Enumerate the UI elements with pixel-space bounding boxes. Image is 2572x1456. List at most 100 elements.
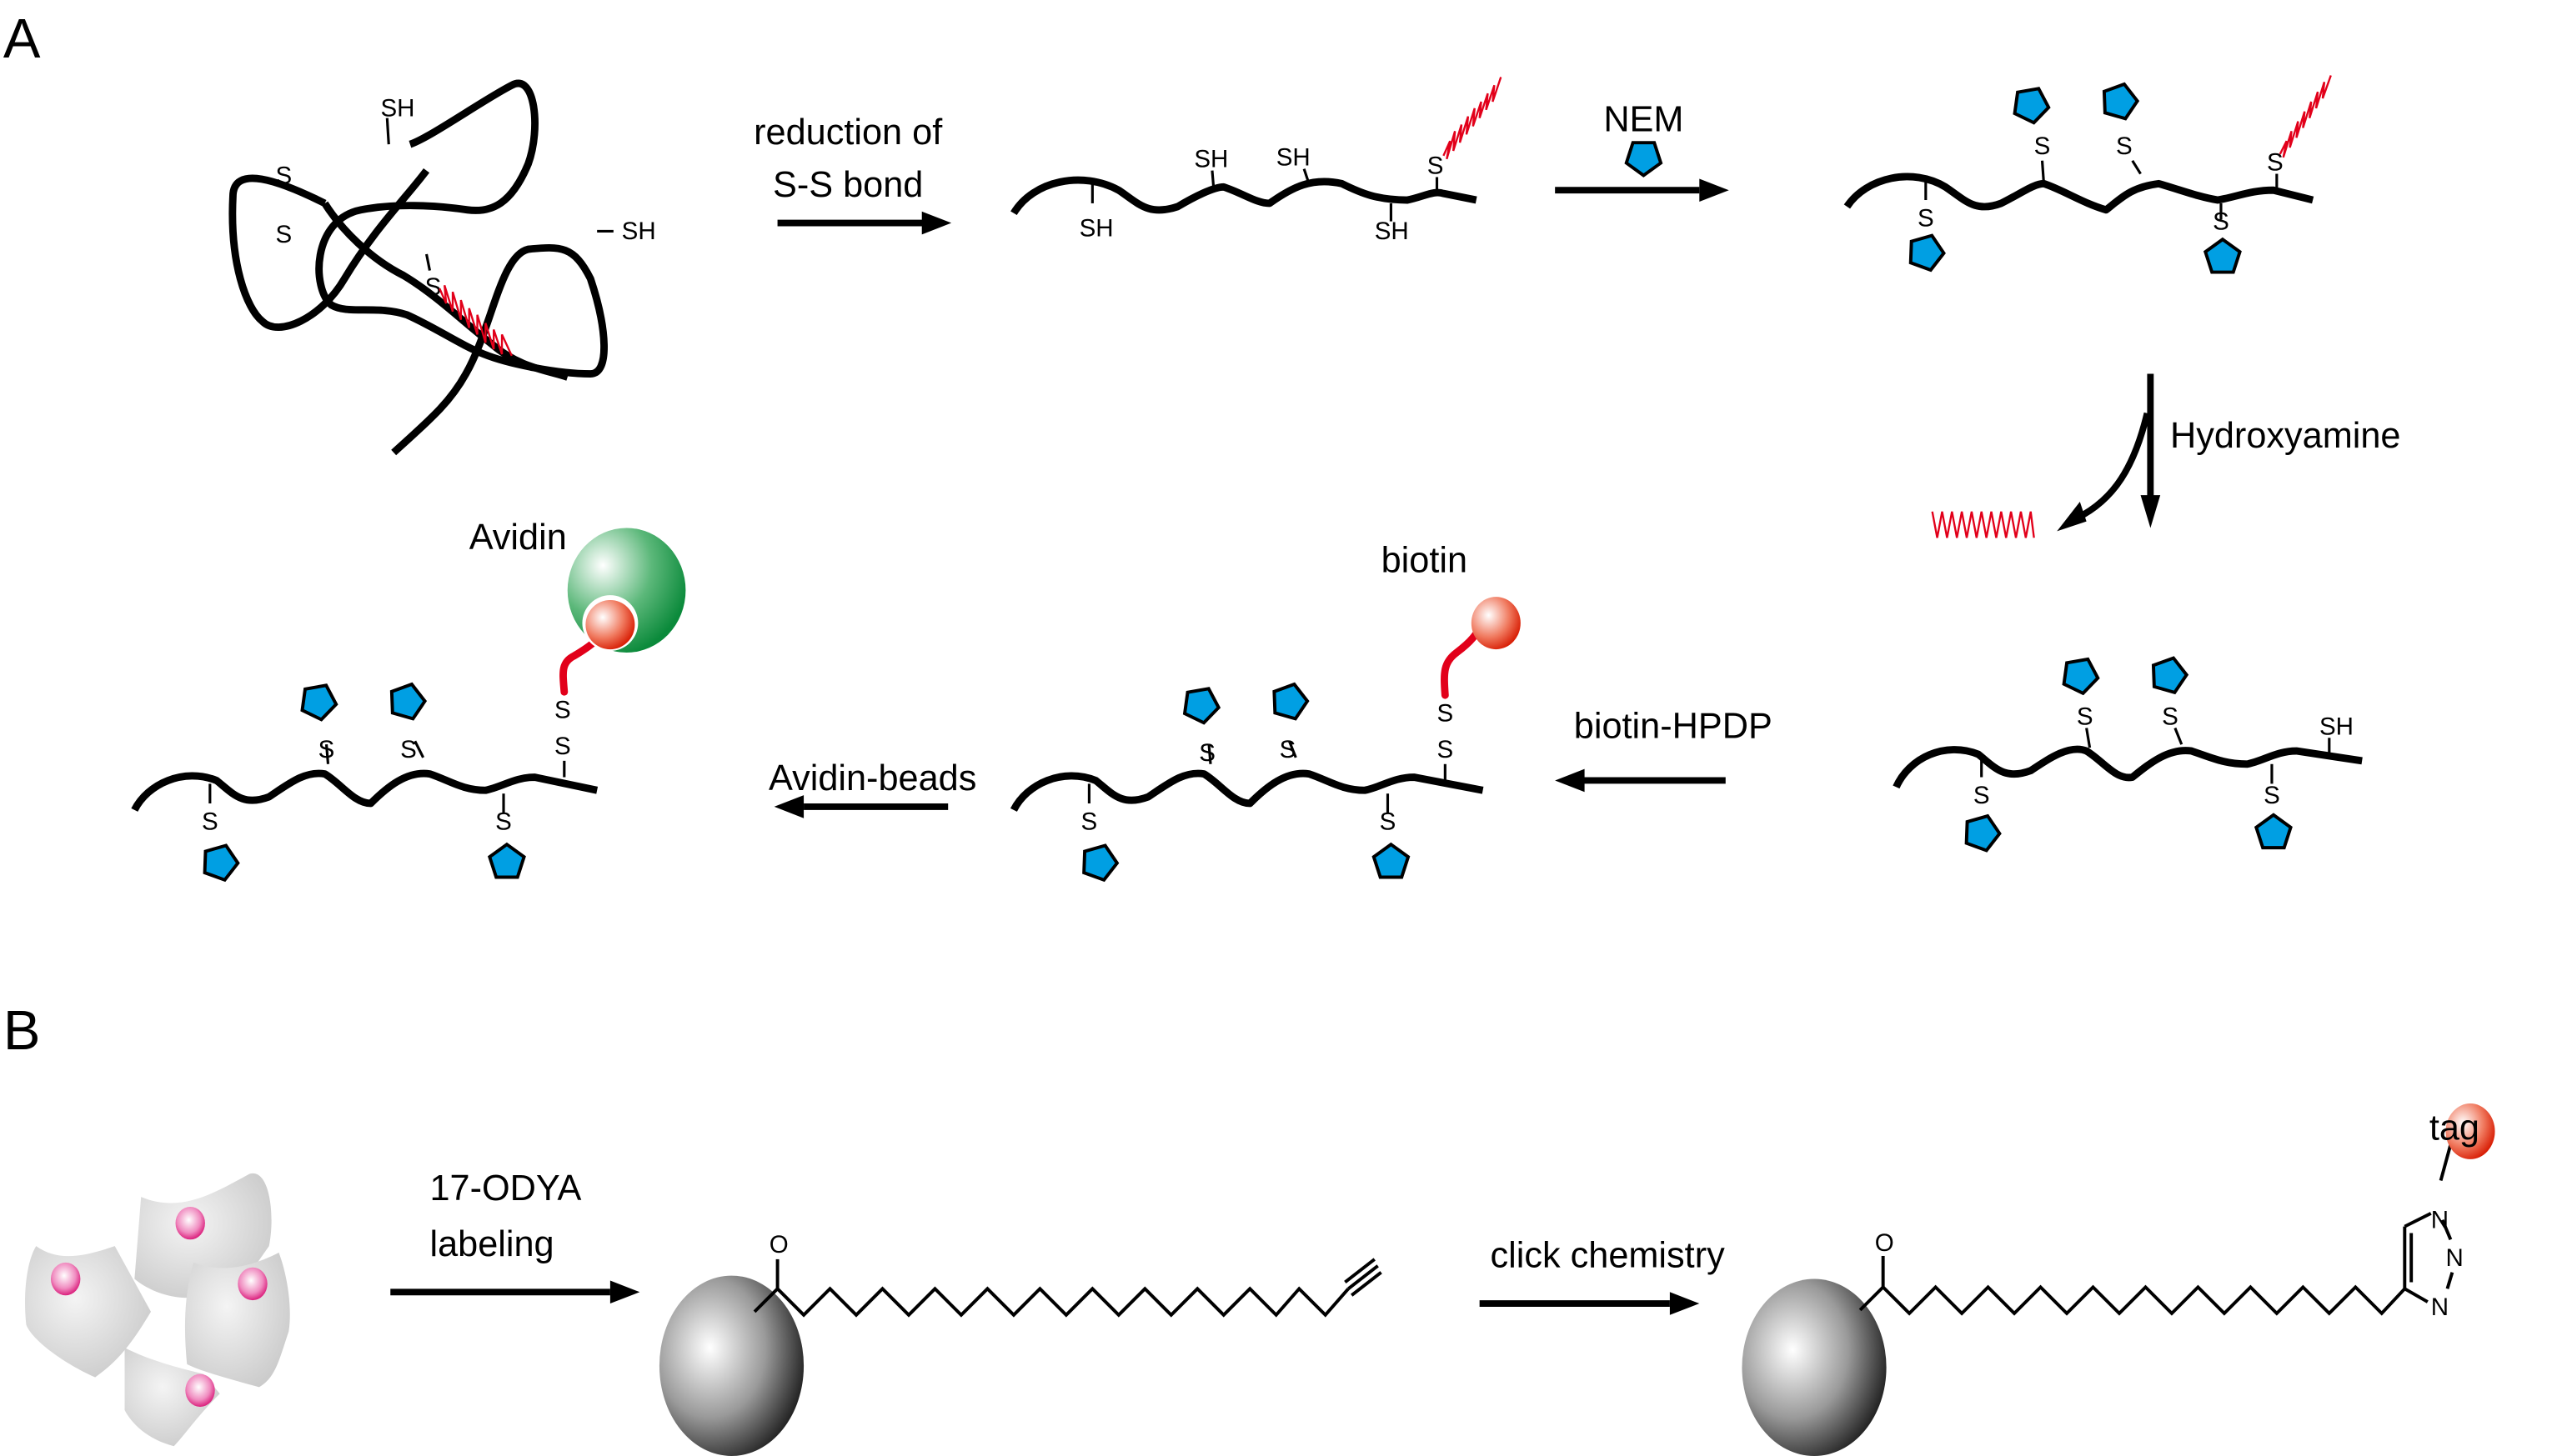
nem-pentagon-icon bbox=[1075, 838, 1123, 884]
arrow-right-icon bbox=[1669, 1292, 1700, 1315]
cells-illustration bbox=[25, 1173, 290, 1447]
arrow-right-icon bbox=[609, 1280, 640, 1304]
arrow-down-icon bbox=[2140, 495, 2161, 528]
nem-pentagon-icon bbox=[197, 838, 244, 884]
s-label: S bbox=[2116, 133, 2133, 160]
nem-pentagon-icon bbox=[1624, 141, 1663, 178]
step-label: 17-ODYA bbox=[429, 1168, 581, 1208]
s-label: S bbox=[1280, 736, 1296, 763]
arrow-left-icon bbox=[1555, 768, 1585, 793]
palmitate-chain bbox=[1442, 77, 1502, 160]
nem-pentagon-icon bbox=[1266, 680, 1314, 727]
s-label: S bbox=[276, 221, 293, 248]
sh-label: SH bbox=[1194, 146, 1228, 173]
nem-protein: S S S S S bbox=[1843, 75, 2332, 274]
s-label: S bbox=[1427, 153, 1444, 180]
s-label: S bbox=[2264, 782, 2280, 809]
s-label: S bbox=[1437, 736, 1454, 763]
clicked-protein: O N N N tag bbox=[1742, 1103, 2495, 1456]
s-label: S bbox=[202, 808, 218, 835]
s-label: S bbox=[2034, 133, 2051, 160]
hydroxyamine-step: Hydroxyamine bbox=[1931, 373, 2401, 538]
s-label: S bbox=[2162, 703, 2178, 731]
s-label: S bbox=[400, 736, 417, 763]
biotin-sphere bbox=[585, 600, 635, 650]
s-label: S bbox=[1380, 808, 1396, 835]
nem-pentagon-icon bbox=[2203, 238, 2242, 274]
s-label: S bbox=[554, 697, 571, 724]
folded-protein: SH SH S S S bbox=[228, 79, 656, 456]
step-label: click chemistry bbox=[1490, 1236, 1725, 1276]
odya-protein: O bbox=[659, 1231, 1382, 1456]
protein-sphere bbox=[1742, 1278, 1887, 1456]
biotin-label: biotin bbox=[1381, 541, 1467, 581]
oxygen-label: O bbox=[770, 1231, 789, 1258]
nem-pentagon-icon bbox=[297, 683, 340, 724]
nem-pentagon-icon bbox=[384, 680, 431, 727]
s-label: S bbox=[2267, 149, 2284, 177]
sh-label: SH bbox=[1375, 218, 1409, 245]
s-label: S bbox=[1437, 700, 1454, 728]
nem-pentagon-icon bbox=[1179, 685, 1223, 728]
biotinylated-protein: S S S S S S biotin bbox=[1010, 541, 1521, 884]
s-label: S bbox=[276, 162, 293, 189]
s-label: S bbox=[425, 273, 442, 301]
avidin-label: Avidin bbox=[469, 518, 567, 558]
sh-label: SH bbox=[622, 218, 656, 245]
step-label: labeling bbox=[429, 1224, 554, 1264]
arrow-curved-icon bbox=[2057, 502, 2087, 532]
panel-label-b: B bbox=[3, 999, 41, 1062]
nem-step: NEM bbox=[1555, 99, 1729, 202]
step-label: Hydroxyamine bbox=[2170, 416, 2401, 456]
nem-pentagon-icon bbox=[2096, 80, 2143, 127]
reduction-step: reduction of S-S bond bbox=[754, 113, 952, 235]
step-label: biotin-HPDP bbox=[1574, 706, 1772, 746]
biotin-sphere bbox=[1471, 597, 1521, 650]
alkyne-triple-bond bbox=[1347, 1264, 1379, 1290]
sh-label: SH bbox=[2319, 713, 2354, 740]
s-label: S bbox=[554, 733, 571, 760]
nitrogen-label: N bbox=[2446, 1244, 2464, 1272]
cell bbox=[184, 1253, 290, 1388]
nucleus bbox=[185, 1373, 215, 1407]
nem-pentagon-icon bbox=[2254, 813, 2293, 850]
s-label: S bbox=[1918, 204, 1934, 232]
nucleus bbox=[175, 1206, 205, 1240]
nucleus bbox=[50, 1262, 81, 1296]
triazole-ring bbox=[2403, 1143, 2454, 1303]
cell bbox=[124, 1348, 220, 1447]
arrow-right-icon bbox=[921, 211, 952, 235]
nitrogen-label: N bbox=[2431, 1293, 2449, 1321]
odya-labeling-step: 17-ODYA labeling bbox=[390, 1168, 640, 1304]
step-label: Avidin-beads bbox=[769, 758, 976, 798]
sh-label: SH bbox=[1080, 214, 1114, 242]
avidin-beads-step: Avidin-beads bbox=[769, 758, 976, 818]
panel-label-a: A bbox=[3, 8, 41, 70]
nem-pentagon-icon bbox=[2009, 85, 2053, 128]
s-label: S bbox=[2077, 703, 2093, 731]
click-chemistry-step: click chemistry bbox=[1479, 1236, 1725, 1315]
nem-pentagon-icon bbox=[1958, 808, 2006, 855]
step-label: reduction of bbox=[754, 113, 943, 153]
step-label: NEM bbox=[1603, 99, 1683, 139]
nem-pentagon-icon bbox=[1371, 843, 1411, 879]
s-label: S bbox=[1199, 739, 1216, 767]
arrow-right-icon bbox=[1699, 178, 1729, 202]
nitrogen-label: N bbox=[2431, 1207, 2449, 1234]
oxygen-label: O bbox=[1875, 1229, 1894, 1257]
nem-pentagon-icon bbox=[488, 843, 526, 879]
free-thiol-protein: S S S S SH bbox=[1893, 653, 2363, 855]
avidin-bound-protein: S S S S S S Avidin bbox=[131, 518, 686, 884]
tag-label: tag bbox=[2429, 1108, 2479, 1148]
palmitate-chain bbox=[2279, 75, 2332, 158]
reduced-protein: SH SH SH SH S bbox=[1010, 77, 1502, 245]
tag-sphere bbox=[2445, 1103, 2495, 1159]
biotin-hpdp-step: biotin-HPDP bbox=[1555, 706, 1772, 793]
cell bbox=[134, 1173, 272, 1298]
s-label: S bbox=[1081, 808, 1098, 835]
released-palmitate bbox=[1931, 511, 2035, 538]
s-label: S bbox=[318, 736, 335, 763]
protein-sphere bbox=[659, 1275, 805, 1456]
nucleus bbox=[238, 1267, 268, 1301]
